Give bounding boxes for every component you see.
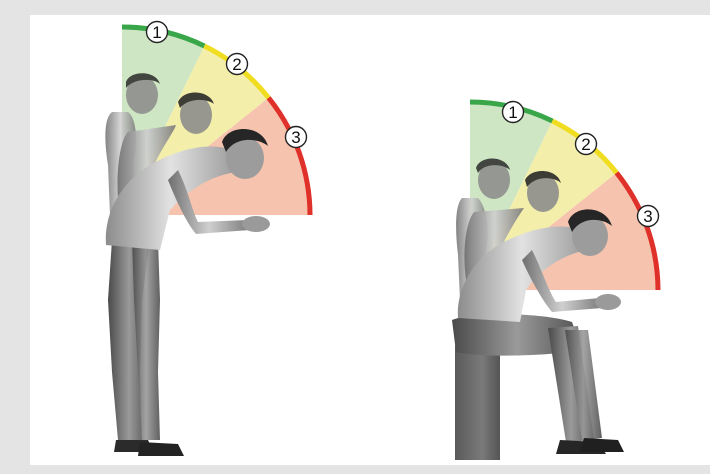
seated-zone-label-3: 3 bbox=[638, 206, 659, 227]
standing-zone-label-2: 2 bbox=[227, 54, 248, 75]
svg-text:1: 1 bbox=[152, 23, 161, 42]
standing-zone-label-3: 3 bbox=[286, 127, 307, 148]
standing-zone-label-1: 1 bbox=[147, 22, 168, 43]
seated-figure: 1 2 3 bbox=[452, 102, 659, 461]
svg-text:1: 1 bbox=[508, 103, 517, 122]
svg-text:2: 2 bbox=[581, 135, 590, 154]
seated-zone-label-2: 2 bbox=[576, 134, 597, 155]
seated-zone-label-1: 1 bbox=[503, 102, 524, 123]
stool bbox=[455, 345, 504, 460]
standing-figure: 1 2 3 bbox=[105, 22, 310, 457]
svg-text:3: 3 bbox=[643, 207, 652, 226]
svg-text:2: 2 bbox=[232, 55, 241, 74]
svg-text:3: 3 bbox=[291, 128, 300, 147]
